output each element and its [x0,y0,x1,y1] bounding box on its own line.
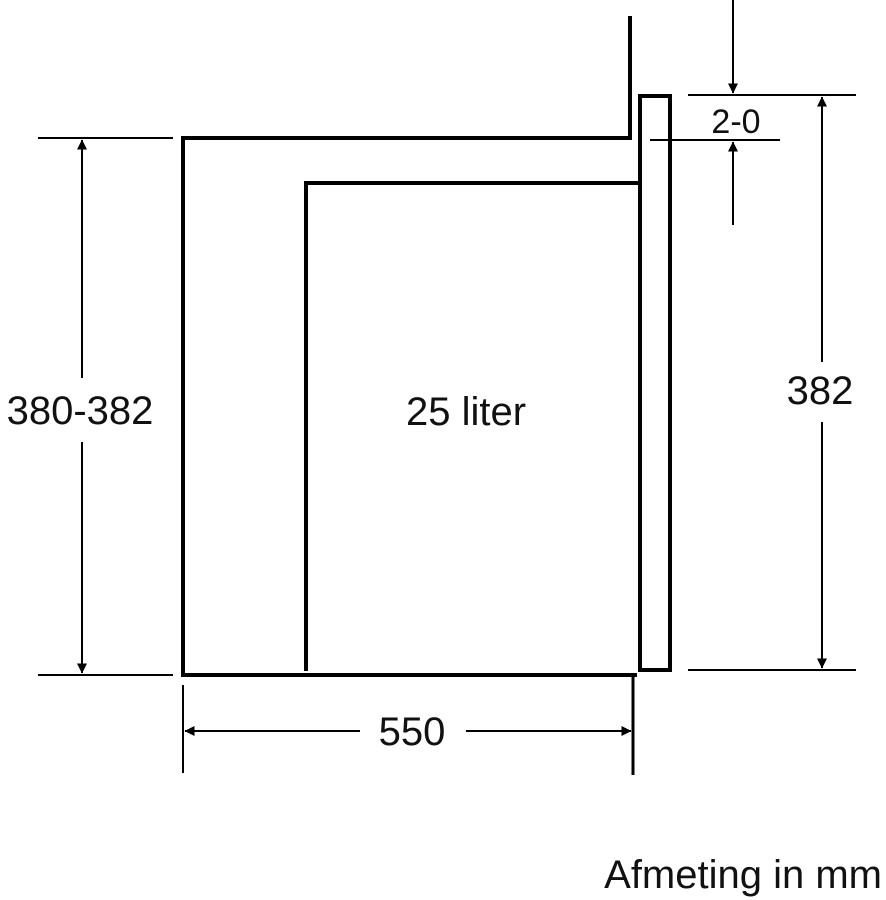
appliance-front-panel [638,94,672,672]
niche-height-label: 380-382 [7,389,154,433]
appliance-height-label: 382 [787,369,854,413]
niche-wall [181,16,637,677]
appliance-housing [304,181,638,671]
capacity-label: 25 liter [406,390,526,434]
gap-dimension-label: 2-0 [711,103,760,141]
appliance-depth-label: 550 [379,710,446,754]
appliance [304,94,672,672]
dimension-lines [77,0,827,736]
cabinet-niche-outline [181,16,637,775]
unit-note: Afmeting in mm [604,853,882,897]
extension-lines [38,94,856,773]
labels: 2-0 380-382 382 550 25 liter Afmeting in… [7,103,882,897]
